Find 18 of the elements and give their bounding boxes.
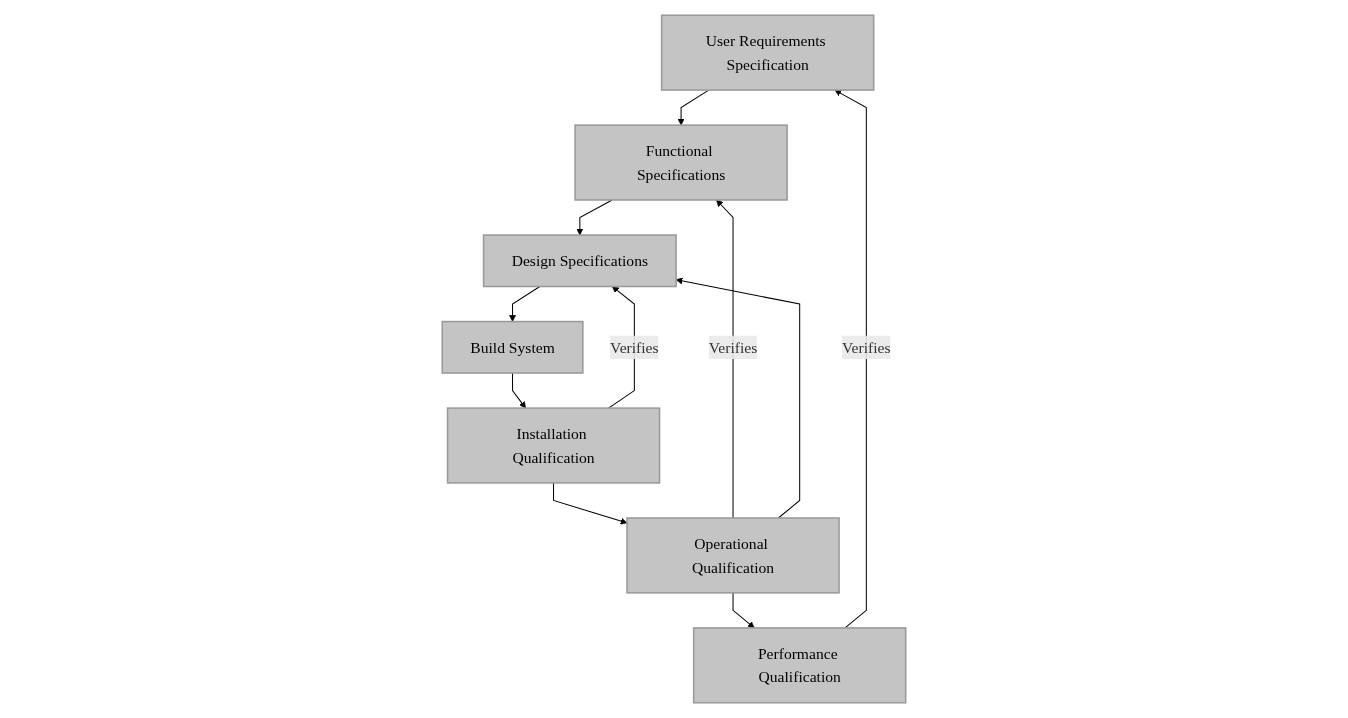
node-box: User Requirements Specification [660,14,875,91]
node-box: Design Specifications [482,234,677,288]
arrow [716,199,734,519]
node-box: Functional Specifications [574,124,788,201]
arrow [732,592,755,629]
arrow [509,286,541,322]
arrow [576,199,613,236]
edge-label: Verifies [842,338,891,356]
arrow [512,372,526,409]
edge-label: Verifies [610,338,659,356]
arrow [834,89,867,629]
arrow [553,482,628,525]
node-box: Operational Qualification [626,517,840,594]
arrow [677,89,710,126]
node-box: Build System [441,320,584,374]
node-box: Performance Qualification [692,627,907,704]
node-box: Installation Qualification [446,407,661,484]
edge-label: Verifies [708,338,758,356]
